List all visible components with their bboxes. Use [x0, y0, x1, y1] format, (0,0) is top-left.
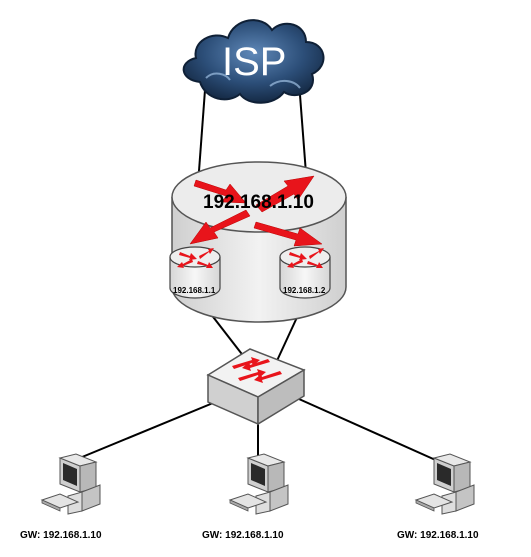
router-icon-2	[279, 246, 331, 299]
switch-icon	[206, 348, 306, 426]
router1-ip-label: 192.168.1.1	[173, 286, 216, 295]
computer-icon-2	[228, 453, 289, 515]
workstation1-gateway-label: GW: 192.168.1.10	[20, 530, 102, 541]
router2-ip-label: 192.168.1.2	[283, 286, 326, 295]
cloud-label: ISP	[222, 40, 287, 84]
link-switch-pc1	[69, 395, 231, 463]
workstation2-gateway-label: GW: 192.168.1.10	[202, 530, 284, 541]
router-icon-1	[169, 246, 221, 299]
link-switch-pc3	[289, 394, 441, 463]
workstation3-gateway-label: GW: 192.168.1.10	[397, 530, 479, 541]
computer-icon-1	[40, 453, 101, 515]
virtual-ip-label: 192.168.1.10	[203, 192, 314, 213]
cloud-icon	[182, 19, 325, 104]
computer-icon-3	[414, 453, 475, 515]
